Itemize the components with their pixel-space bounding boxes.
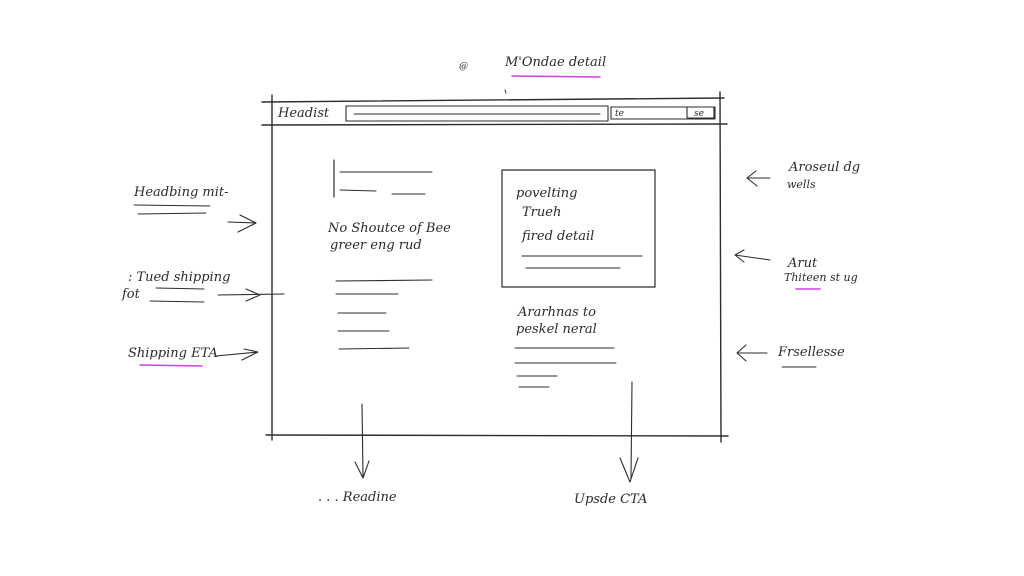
card-line-1: povelting bbox=[516, 186, 577, 201]
frame-right-line bbox=[719, 91, 722, 443]
bottom-annotation-2: Upsde CTA bbox=[574, 492, 647, 507]
bottom-annotation-1: . . . Readine bbox=[318, 490, 397, 505]
right-lower-line-1: Ararhnas to bbox=[517, 305, 596, 320]
arrow-right-2-icon bbox=[217, 288, 285, 302]
header-button-text: se bbox=[694, 109, 704, 119]
arrow-left-2-icon bbox=[734, 249, 771, 263]
right-column: povelting Trueh fired detail Ararhnas to… bbox=[501, 169, 656, 388]
right-lower-line-2: peskel neral bbox=[516, 322, 597, 337]
browser-title: Headist bbox=[277, 106, 330, 121]
left-body-line-1: No Shoutce of Bee bbox=[327, 221, 451, 236]
left-column: No Shoutce of Bee greer eng rud bbox=[327, 159, 451, 350]
left-annotation-1-underline-b bbox=[137, 212, 207, 215]
left-annotation-1: Headbing mit- bbox=[133, 185, 229, 200]
left-text-line-5 bbox=[338, 347, 410, 350]
left-annotation-2-underline bbox=[155, 287, 205, 290]
frame-top-line bbox=[261, 97, 725, 103]
browser-frame: Headist te se bbox=[261, 91, 729, 443]
right-annotations: Aroseul dg wells Arut Thiteen st ug Frse… bbox=[734, 160, 860, 368]
bottom-annotations: . . . Readine Upsde CTA bbox=[318, 381, 647, 507]
right-annotation-2-line-2: Thiteen st ug bbox=[784, 271, 858, 284]
left-heading-line-2a bbox=[339, 189, 377, 192]
top-note-tick bbox=[504, 89, 507, 94]
left-body-line-2: greer eng rud bbox=[330, 238, 422, 253]
card-line-3: fired detail bbox=[521, 229, 594, 244]
arrow-left-1-icon bbox=[746, 170, 771, 187]
right-annotation-1-line-2: wells bbox=[787, 178, 816, 191]
header-controls bbox=[610, 106, 716, 120]
arrow-left-3-icon bbox=[736, 344, 768, 362]
right-annotation-1-line-1: Aroseul dg bbox=[788, 160, 860, 175]
top-note-text: M'Ondae detail bbox=[504, 55, 606, 70]
left-text-line-1 bbox=[335, 279, 433, 282]
header-button[interactable] bbox=[686, 106, 715, 119]
feature-card[interactable] bbox=[501, 169, 656, 288]
header-small-text: te bbox=[615, 109, 624, 119]
card-line-2: Trueh bbox=[522, 205, 561, 220]
arrow-right-3-icon bbox=[215, 348, 259, 361]
arrow-down-1-icon bbox=[354, 403, 370, 479]
top-note-underline bbox=[511, 75, 601, 78]
right-annotation-2-line-1: Arut bbox=[787, 256, 818, 271]
arrow-down-2-icon bbox=[619, 381, 639, 483]
left-annotation-3: fot bbox=[121, 287, 141, 302]
left-annotation-4: Shipping ETA bbox=[128, 346, 218, 361]
left-annotation-2: : Tued shipping bbox=[128, 270, 230, 285]
left-annotation-4-underline bbox=[139, 364, 203, 367]
arrow-right-1-icon bbox=[227, 214, 257, 233]
top-note: @ M'Ondae detail bbox=[459, 55, 606, 94]
left-annotations: Headbing mit- : Tued shipping fot Shippi… bbox=[121, 185, 285, 367]
frame-bottom-line bbox=[265, 434, 729, 437]
at-symbol: @ bbox=[459, 62, 468, 72]
frame-header-bottom-line bbox=[261, 123, 728, 126]
left-annotation-3-underline bbox=[149, 300, 205, 303]
address-bar[interactable] bbox=[345, 105, 609, 122]
left-annotation-1-underline-a bbox=[133, 204, 211, 207]
right-annotation-3-line-1: Frsellesse bbox=[777, 345, 845, 360]
